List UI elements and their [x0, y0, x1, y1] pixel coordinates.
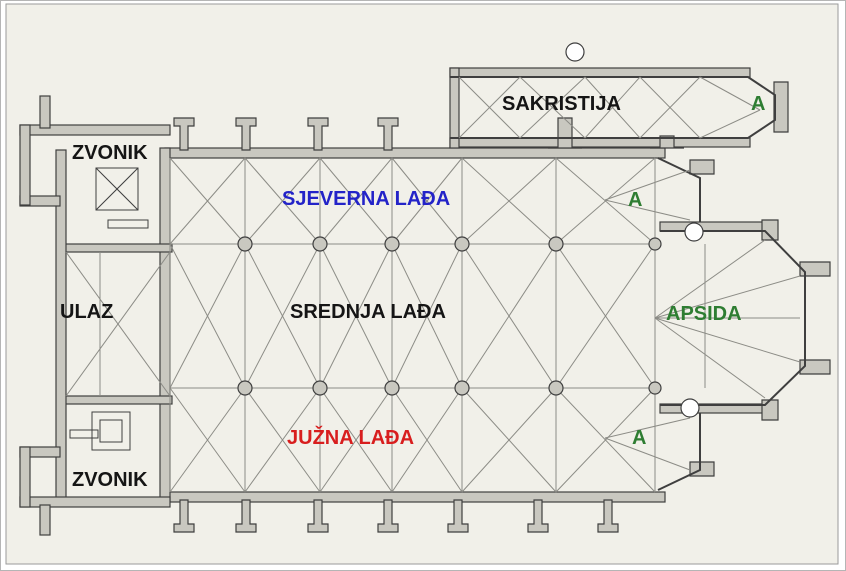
north-tower-stair [95, 167, 149, 229]
label-sakristija: SAKRISTIJA [502, 93, 621, 115]
label-zvonik-north: ZVONIK [72, 142, 148, 164]
label-juzna-lada: JUŽNA LAĐA [287, 425, 414, 449]
north-buttresses [173, 117, 684, 151]
label-sjeverna-lada: SJEVERNA LAĐA [282, 188, 450, 210]
south-tower-stair [69, 411, 131, 451]
label-zvonik-south: ZVONIK [72, 469, 148, 491]
piers [237, 236, 662, 396]
label-apsida: APSIDA [666, 303, 742, 325]
label-a-north: A [628, 189, 642, 211]
apse-buttresses [689, 81, 831, 477]
stair-turrets [565, 42, 704, 418]
label-ulaz: ULAZ [60, 301, 113, 323]
label-a-south: A [632, 427, 646, 449]
apse-outline [450, 76, 806, 491]
walls [19, 67, 771, 536]
label-a-sakristija: A [751, 93, 765, 115]
vault-ribs [65, 76, 801, 493]
south-buttresses [173, 499, 619, 533]
label-srednja-lada: SREDNJA LAĐA [290, 301, 446, 323]
